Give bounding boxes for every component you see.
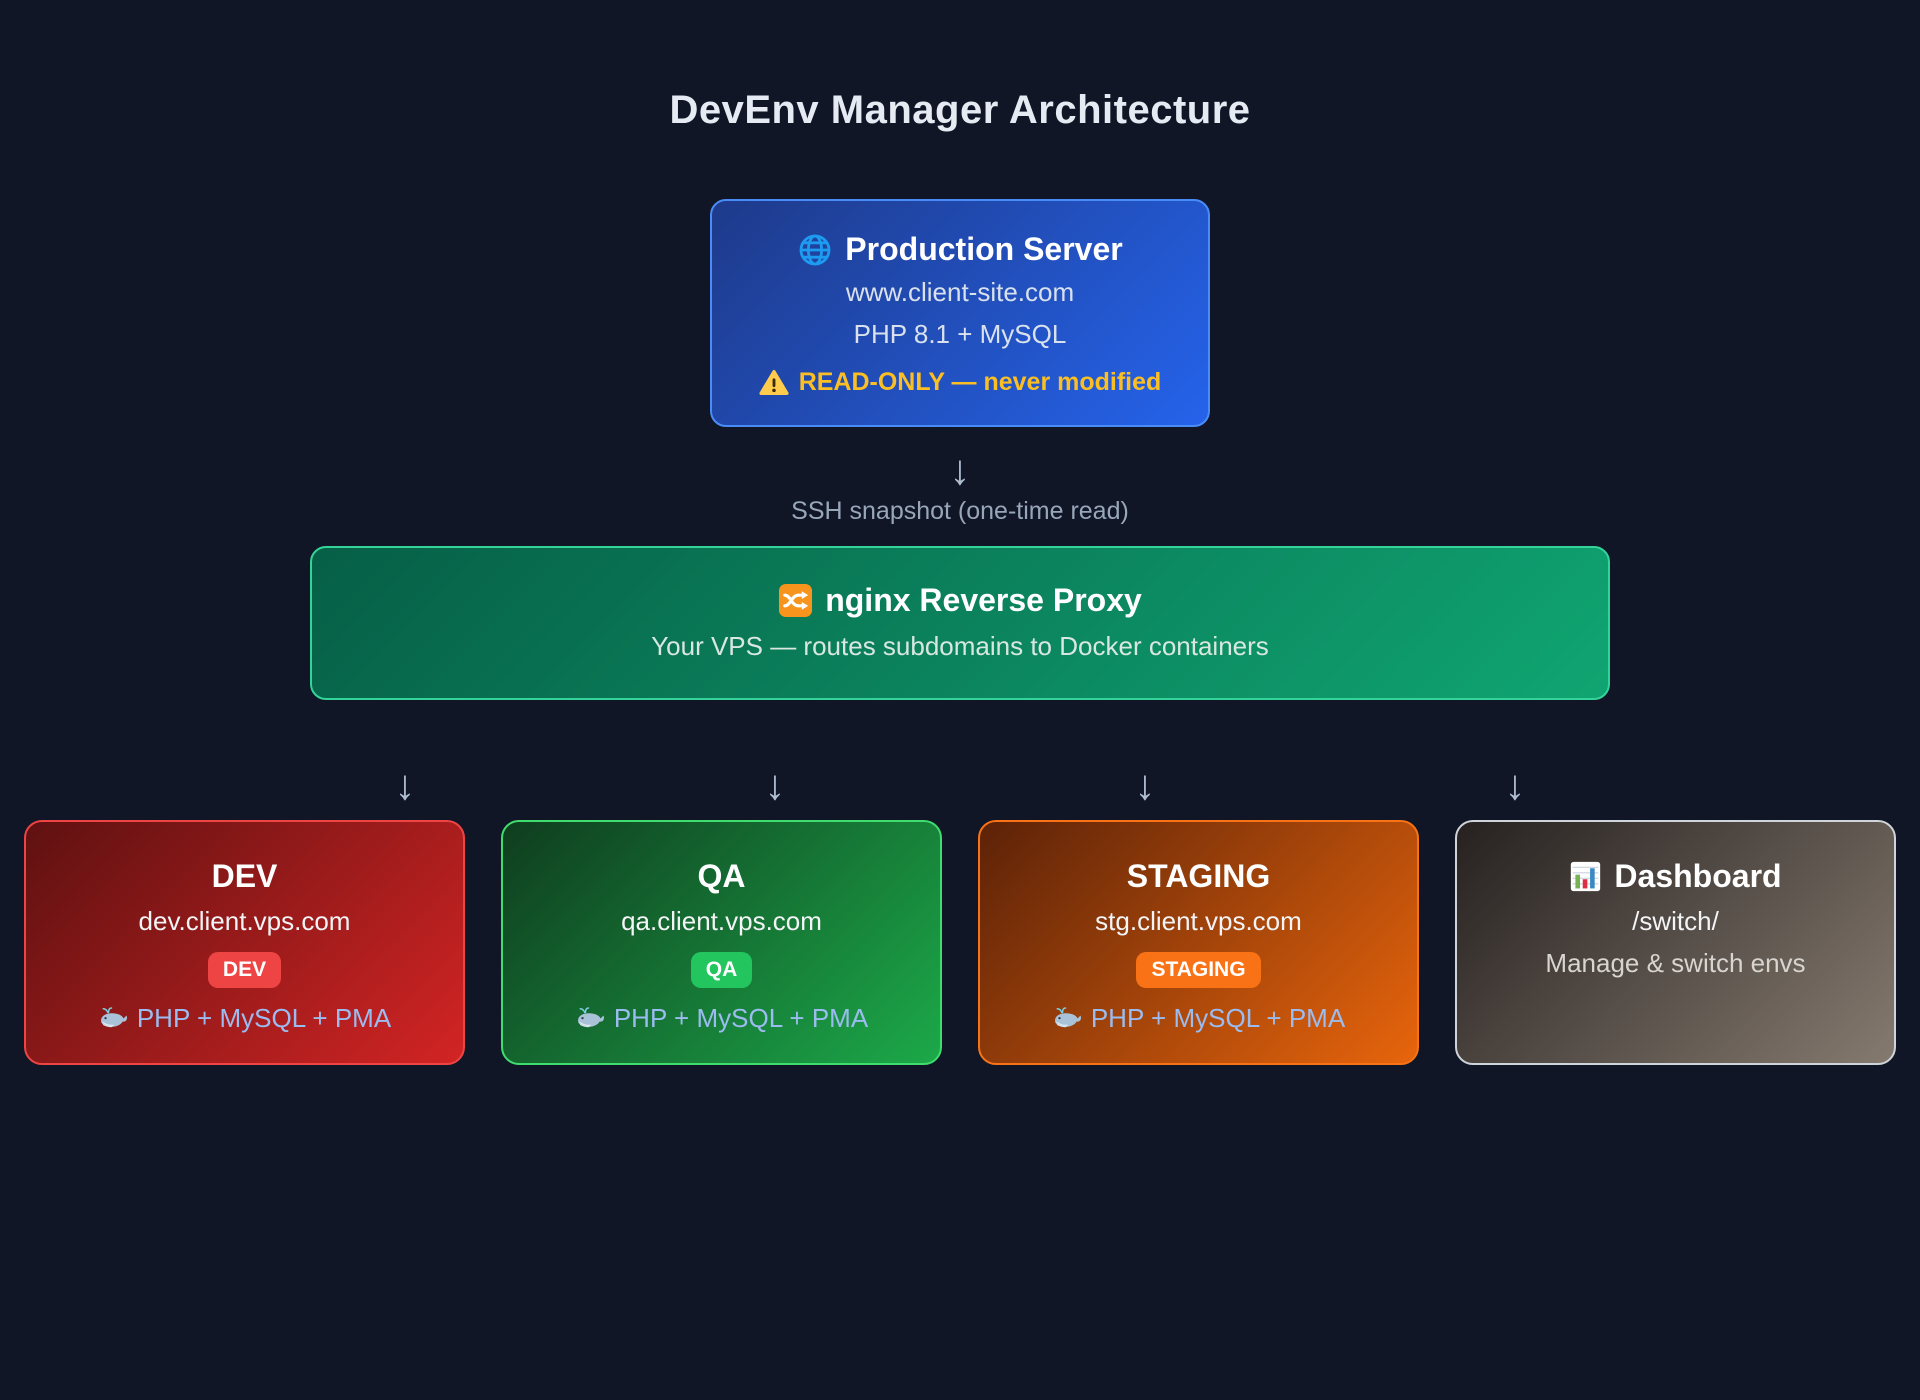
production-warning: READ-ONLY — never modified	[798, 367, 1162, 396]
proxy-subtitle: Your VPS — routes subdomains to Docker c…	[651, 630, 1269, 661]
shuffle-icon	[779, 583, 813, 617]
dashboard-card: Dashboard /switch/ Manage & switch envs	[1455, 819, 1896, 1065]
down-arrow: ↓	[1504, 760, 1526, 808]
page-title: DevEnv Manager Architecture	[669, 88, 1251, 132]
env-badge-staging: STAGING	[1136, 951, 1261, 988]
env-card-dev: DEV dev.client.vps.com DEV PHP + MySQL +…	[24, 819, 465, 1065]
whale-icon	[100, 1007, 127, 1028]
env-stack-row: PHP + MySQL + PMA	[26, 1003, 463, 1034]
production-title-row: Production Server	[736, 231, 1184, 268]
architecture-diagram: DevEnv Manager Architecture Production S…	[0, 88, 1920, 1065]
fanout-arrows-row: ↓ ↓ ↓ ↓	[220, 760, 1700, 808]
dashboard-title: Dashboard	[1614, 857, 1782, 894]
env-name: QA	[697, 857, 746, 894]
env-stack-row: PHP + MySQL + PMA	[980, 1003, 1417, 1034]
ssh-snapshot-label: SSH snapshot (one-time read)	[791, 496, 1129, 525]
proxy-title: nginx Reverse Proxy	[825, 581, 1142, 618]
production-server-card: Production Server www.client-site.com PH…	[710, 199, 1210, 427]
env-stack-row: PHP + MySQL + PMA	[503, 1003, 940, 1034]
env-domain: stg.client.vps.com	[1095, 905, 1302, 936]
down-arrow: ↓	[1134, 760, 1156, 808]
bar-chart-icon	[1571, 861, 1601, 891]
environment-cards-row: DEV dev.client.vps.com DEV PHP + MySQL +…	[0, 819, 1920, 1065]
production-domain: www.client-site.com	[845, 277, 1075, 307]
env-domain: qa.client.vps.com	[621, 905, 822, 936]
nginx-proxy-card: nginx Reverse Proxy Your VPS — routes su…	[310, 545, 1610, 700]
whale-icon	[577, 1007, 604, 1028]
env-card-qa: QA qa.client.vps.com QA PHP + MySQL + PM…	[501, 819, 942, 1065]
production-title: Production Server	[845, 231, 1123, 267]
proxy-title-row: nginx Reverse Proxy	[342, 582, 1578, 619]
env-stack: PHP + MySQL + PMA	[1090, 1002, 1346, 1033]
env-domain: dev.client.vps.com	[138, 905, 351, 936]
env-badge-dev: DEV	[207, 951, 282, 988]
env-name: STAGING	[1126, 857, 1271, 894]
down-arrow: ↓	[764, 760, 786, 808]
env-badge-qa: QA	[690, 951, 753, 988]
env-stack: PHP + MySQL + PMA	[613, 1002, 869, 1033]
warning-icon	[759, 369, 789, 395]
globe-icon	[799, 234, 831, 265]
whale-icon	[1054, 1007, 1081, 1028]
down-arrow: ↓	[949, 445, 971, 493]
env-name: DEV	[211, 857, 278, 894]
dashboard-title-row: Dashboard	[1457, 858, 1894, 895]
production-warning-row: READ-ONLY — never modified	[736, 368, 1184, 397]
env-stack: PHP + MySQL + PMA	[136, 1002, 392, 1033]
env-card-staging: STAGING stg.client.vps.com STAGING PHP +…	[978, 819, 1419, 1065]
production-stack: PHP 8.1 + MySQL	[853, 318, 1067, 349]
down-arrow: ↓	[394, 760, 416, 808]
dashboard-note: Manage & switch envs	[1545, 947, 1806, 978]
dashboard-path: /switch/	[1632, 905, 1719, 936]
